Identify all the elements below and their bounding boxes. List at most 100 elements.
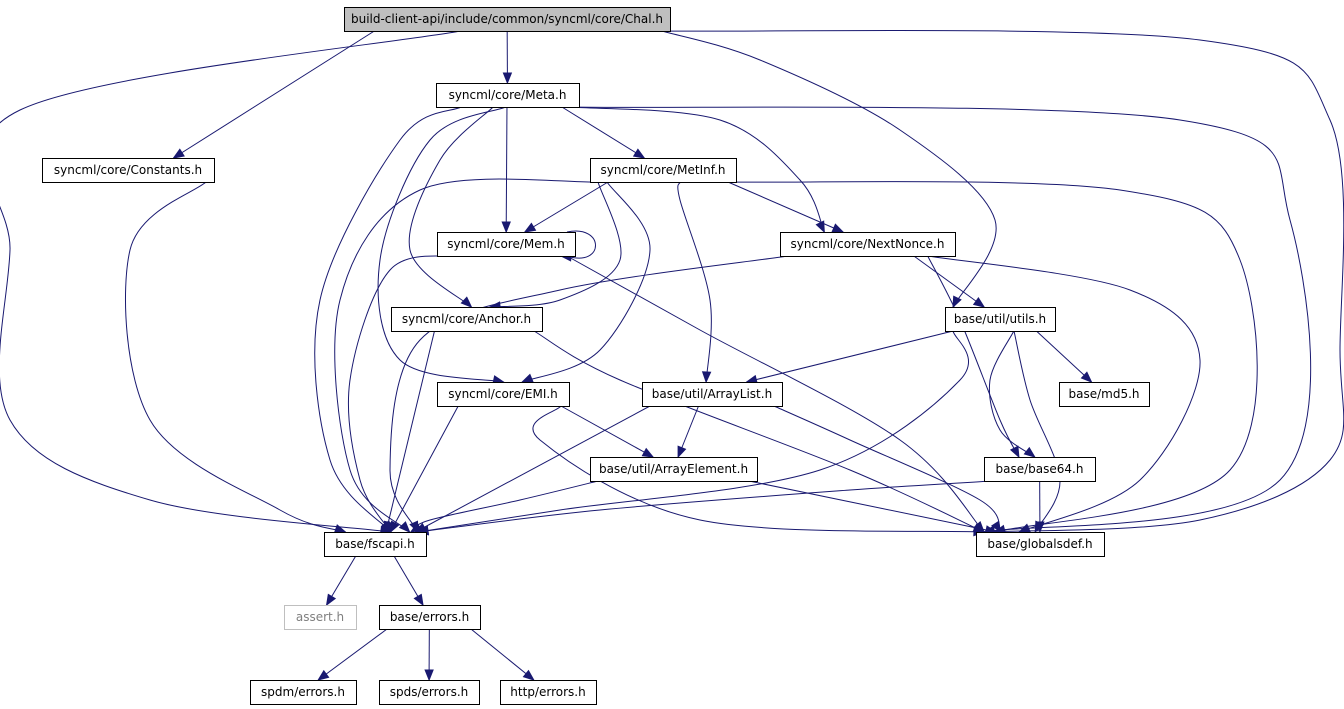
node-meta[interactable]: syncml/core/Meta.h bbox=[436, 83, 580, 108]
edge-fscapi-to-assert bbox=[325, 555, 357, 607]
node-box bbox=[250, 680, 357, 705]
edge-line bbox=[566, 230, 596, 259]
edge-line bbox=[410, 480, 599, 533]
node-label: syncml/core/Anchor.h bbox=[402, 312, 531, 326]
edge-line bbox=[505, 106, 508, 233]
dependency-edges bbox=[0, 29, 1344, 682]
arrowhead bbox=[383, 520, 394, 534]
arrowhead bbox=[1035, 521, 1045, 534]
arrowhead bbox=[389, 520, 400, 534]
arrowhead bbox=[522, 669, 535, 681]
edge-line bbox=[988, 330, 1036, 458]
edge-chal-to-meta bbox=[502, 30, 513, 85]
edge-line bbox=[389, 405, 459, 533]
edge-nextnonce-to-base64 bbox=[927, 255, 1020, 459]
edge-nextnonce-to-utils bbox=[913, 255, 986, 308]
node-anchor[interactable]: syncml/core/Anchor.h bbox=[391, 307, 543, 332]
edge-arrayelem-to-globals bbox=[748, 480, 998, 535]
edge-line bbox=[415, 405, 651, 533]
edge-errors-to-spdm bbox=[317, 628, 388, 681]
node-constants[interactable]: syncml/core/Constants.h bbox=[42, 158, 215, 183]
node-label: base/util/utils.h bbox=[954, 312, 1046, 326]
edge-line bbox=[1013, 330, 1061, 533]
node-globals[interactable]: base/globalsdef.h bbox=[976, 532, 1105, 557]
node-arraylist[interactable]: base/util/ArrayList.h bbox=[642, 382, 783, 407]
arrowhead bbox=[831, 223, 845, 233]
node-mem[interactable]: syncml/core/Mem.h bbox=[437, 232, 576, 257]
node-box bbox=[590, 457, 758, 482]
arrowhead bbox=[398, 521, 411, 533]
node-box bbox=[500, 680, 597, 705]
node-label: spds/errors.h bbox=[390, 685, 469, 699]
edge-errors-to-http bbox=[470, 628, 535, 681]
edge-meta-to-metinf bbox=[561, 106, 646, 159]
edge-line bbox=[524, 181, 609, 233]
node-box bbox=[590, 158, 737, 183]
edge-line bbox=[927, 255, 1201, 533]
edge-line bbox=[1036, 330, 1092, 383]
edge-line bbox=[748, 480, 997, 533]
arrowhead bbox=[325, 593, 337, 607]
node-utils[interactable]: base/util/utils.h bbox=[945, 307, 1056, 332]
edge-line bbox=[773, 405, 1002, 533]
node-label: assert.h bbox=[296, 610, 344, 624]
edge-line bbox=[677, 181, 712, 383]
arrowhead bbox=[1080, 371, 1093, 383]
node-label: syncml/core/MetInf.h bbox=[600, 163, 725, 177]
edge-line bbox=[927, 255, 1020, 458]
arrowhead bbox=[632, 148, 646, 159]
arrowhead bbox=[501, 221, 511, 234]
arrowhead bbox=[972, 297, 986, 308]
node-http[interactable]: http/errors.h bbox=[500, 680, 597, 705]
node-box bbox=[391, 307, 543, 332]
node-box bbox=[945, 307, 1056, 332]
node-label: base/errors.h bbox=[390, 610, 469, 624]
edge-anchor-to-fscapi bbox=[383, 330, 435, 534]
arrowhead bbox=[1023, 446, 1036, 458]
arrowhead bbox=[1009, 445, 1020, 459]
edge-metinf-to-emi bbox=[520, 181, 651, 383]
edge-utils-to-arraylist bbox=[745, 330, 954, 385]
node-label: base/util/ArrayElement.h bbox=[599, 462, 748, 476]
node-metinf[interactable]: syncml/core/MetInf.h bbox=[590, 158, 737, 183]
edge-base64-to-fscapi bbox=[416, 480, 993, 536]
edge-line bbox=[470, 628, 535, 681]
node-emi[interactable]: syncml/core/EMI.h bbox=[437, 382, 570, 407]
node-base64[interactable]: base/base64.h bbox=[984, 457, 1096, 482]
node-label: build-client-api/include/common/syncml/c… bbox=[351, 12, 663, 26]
node-fscapi[interactable]: base/fscapi.h bbox=[324, 532, 427, 557]
arrowhead bbox=[701, 371, 712, 384]
node-spds[interactable]: spds/errors.h bbox=[379, 680, 480, 705]
edge-line bbox=[566, 255, 985, 533]
edge-metinf-to-fscapi bbox=[334, 178, 599, 533]
arrowhead bbox=[815, 220, 825, 234]
edge-line bbox=[173, 30, 375, 159]
edge-line bbox=[661, 30, 997, 308]
arrowhead bbox=[520, 373, 534, 383]
edge-nextnonce-to-globals bbox=[927, 255, 1201, 533]
node-nextnonce[interactable]: syncml/core/NextNonce.h bbox=[780, 232, 956, 257]
node-label: syncml/core/Constants.h bbox=[54, 163, 202, 177]
edge-line bbox=[377, 106, 507, 383]
edge-line bbox=[913, 255, 985, 308]
node-spdm[interactable]: spdm/errors.h bbox=[250, 680, 357, 705]
node-box bbox=[984, 457, 1096, 482]
edge-line bbox=[661, 29, 1344, 533]
edge-line bbox=[334, 178, 599, 533]
node-chal[interactable]: build-client-api/include/common/syncml/c… bbox=[344, 7, 671, 32]
edge-metinf-to-mem bbox=[523, 181, 609, 233]
node-md5[interactable]: base/md5.h bbox=[1059, 382, 1150, 407]
arrowhead bbox=[460, 296, 473, 308]
edge-emi-to-fscapi bbox=[389, 405, 459, 534]
node-label: base/md5.h bbox=[1068, 387, 1139, 401]
edge-line bbox=[417, 480, 993, 533]
edge-line bbox=[560, 405, 654, 458]
node-errors[interactable]: base/errors.h bbox=[379, 605, 481, 630]
edge-line bbox=[727, 181, 1258, 533]
node-label: syncml/core/Meta.h bbox=[449, 88, 567, 102]
node-arrayelem[interactable]: base/util/ArrayElement.h bbox=[590, 457, 758, 482]
node-label: syncml/core/Mem.h bbox=[447, 237, 565, 251]
node-box bbox=[780, 232, 956, 257]
edge-line bbox=[532, 405, 985, 533]
